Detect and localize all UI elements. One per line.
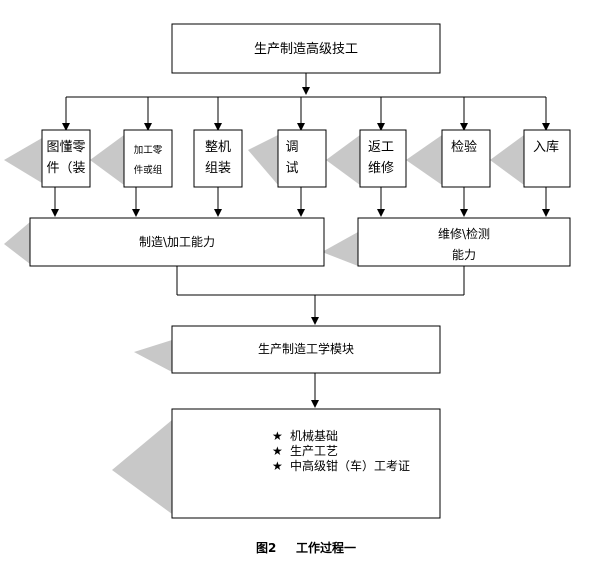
task-2-line2: 件或组 xyxy=(134,164,163,176)
manufacturing-ability-box: 制造\加工能力 xyxy=(29,217,325,267)
task-1-line1: 图懂零 xyxy=(46,140,85,155)
task-3-line1: 整机 xyxy=(205,140,231,155)
task-box-6: 检验 xyxy=(441,129,491,188)
course-item-3: 中高级钳（车）工考证 xyxy=(290,458,410,473)
course-item-1: 机械基础 xyxy=(290,428,338,443)
manufacturing-ability-label: 制造\加工能力 xyxy=(139,235,215,249)
maintenance-ability-line2: 能力 xyxy=(452,248,476,262)
merge-arrows xyxy=(176,266,465,325)
task-2-line1: 加工零 xyxy=(134,145,163,156)
task-5-line1: 返工 xyxy=(368,140,394,155)
task-1-line2: 件（装 xyxy=(46,161,85,176)
star-icon: ★ xyxy=(272,444,283,458)
task-3-line2: 组装 xyxy=(205,161,231,176)
top-box: 生产制造高级技工 xyxy=(171,23,441,74)
top-title: 生产制造高级技工 xyxy=(254,41,358,57)
courses-box: ★ 机械基础 ★ 生产工艺 ★ 中高级钳（车）工考证 xyxy=(171,408,441,519)
ability-arrows xyxy=(51,187,550,217)
task-box-7: 入库 xyxy=(523,129,571,188)
task-box-4: 调 试 xyxy=(277,129,327,188)
maintenance-ability-line1: 维修\检测 xyxy=(438,226,490,241)
shadow-layer xyxy=(4,135,524,514)
task-5-line2: 维修 xyxy=(368,161,394,176)
task-6-line1: 检验 xyxy=(451,139,477,155)
task-box-3: 整机 组装 xyxy=(193,129,243,188)
task-4-line1: 调 xyxy=(285,140,298,155)
star-icon: ★ xyxy=(272,459,283,473)
figure-number: 图2 xyxy=(256,541,276,555)
task-box-1: 图懂零 件（装 xyxy=(41,129,91,188)
star-icon: ★ xyxy=(272,429,283,443)
maintenance-ability-box: 维修\检测 能力 xyxy=(357,217,571,267)
distribution-arrows xyxy=(62,73,550,131)
task-box-2: 加工零 件或组 xyxy=(123,129,173,188)
course-item-2: 生产工艺 xyxy=(290,444,338,458)
task-4-line2: 试 xyxy=(285,161,298,176)
task-box-5: 返工 维修 xyxy=(359,129,407,188)
figure-title: 工作过程一 xyxy=(296,540,356,555)
task-7-line1: 入库 xyxy=(533,139,559,155)
module-title: 生产制造工学模块 xyxy=(258,341,354,356)
figure-caption: 图2 工作过程一 xyxy=(256,540,356,555)
module-box: 生产制造工学模块 xyxy=(171,325,441,374)
